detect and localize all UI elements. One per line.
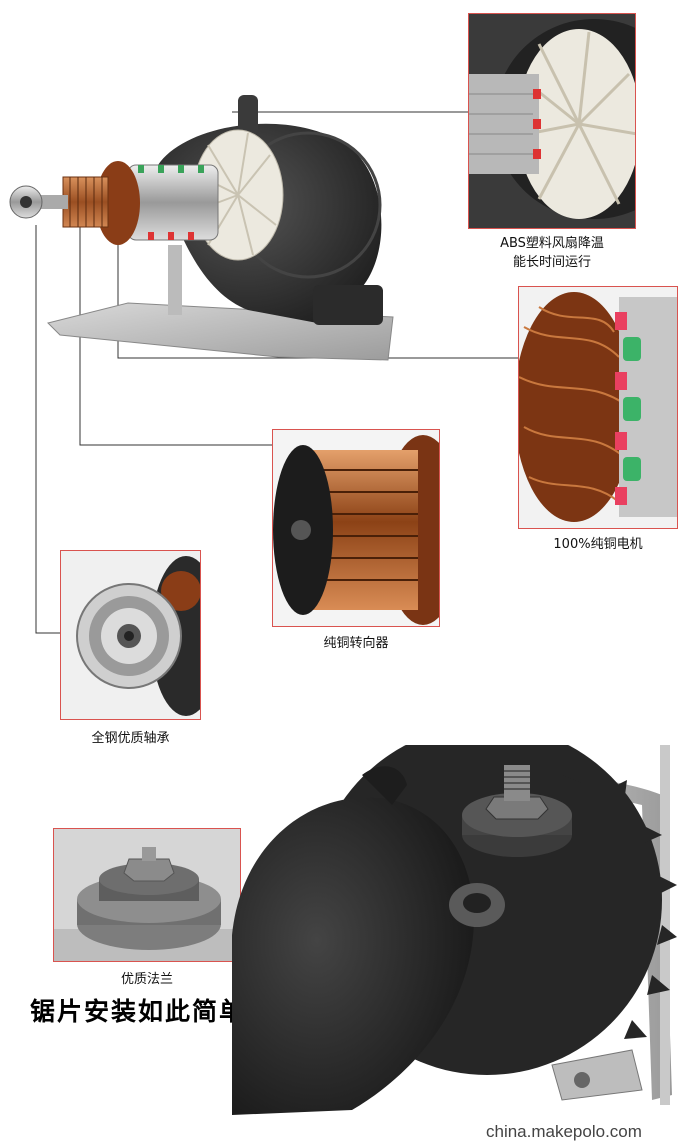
bearing-detail-frame <box>60 550 201 720</box>
fan-caption-line-1: ABS塑料风扇降温 <box>500 236 604 251</box>
motor-assembly-image <box>8 95 400 363</box>
flange-detail-frame <box>53 828 241 962</box>
copper-motor-caption: 100%纯铜电机 <box>553 537 643 552</box>
fan-caption: ABS塑料风扇降温 能长时间运行 <box>468 234 636 272</box>
commutator-detail-frame <box>272 429 440 627</box>
saw-blade-install-image <box>232 745 677 1115</box>
headline: 锯片安装如此简单 <box>30 997 247 1026</box>
copper-motor-detail-frame <box>518 286 678 529</box>
flange-caption: 优质法兰 <box>120 972 173 987</box>
commutator-caption: 纯铜转向器 <box>323 636 389 651</box>
watermark: china.makepolo.com <box>486 1122 642 1141</box>
fan-caption-line-2: 能长时间运行 <box>512 255 591 270</box>
bearing-caption: 全钢优质轴承 <box>91 731 170 746</box>
fan-detail-frame <box>468 13 636 229</box>
